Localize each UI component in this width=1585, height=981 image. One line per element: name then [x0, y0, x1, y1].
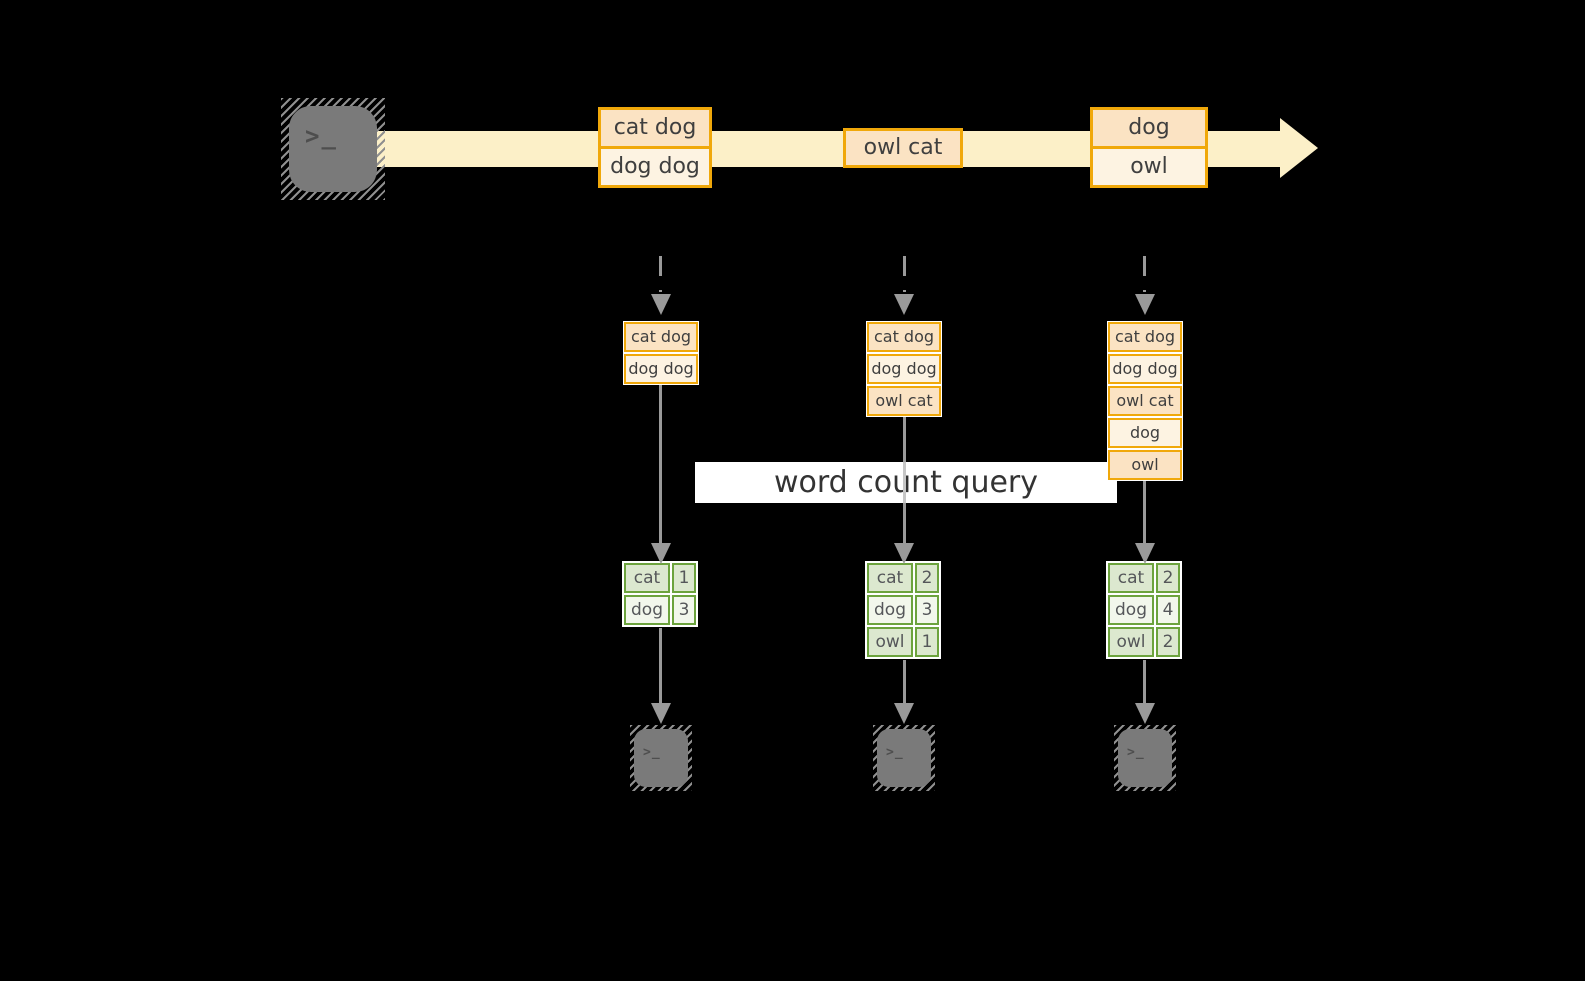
output-arrow-line [659, 628, 662, 704]
buffer-record: cat dog [624, 322, 698, 352]
down-arrowhead-icon [1135, 703, 1155, 724]
buffer-record: cat dog [867, 322, 941, 352]
stream-record: cat dog [601, 110, 709, 146]
down-arrowhead-icon [894, 703, 914, 724]
dashed-arrow-line [1143, 256, 1146, 292]
accumulated-buffer-3: cat dog dog dog owl cat dog owl [1107, 321, 1183, 481]
buffer-record: dog dog [1108, 354, 1182, 384]
count-cell: 1 [915, 627, 939, 657]
count-cell: 2 [1156, 627, 1180, 657]
table-row: dog 3 [867, 595, 939, 625]
terminal-prompt-glyph: >_ [1127, 745, 1145, 760]
query-arrow-line-over-banner [903, 462, 906, 503]
down-arrowhead-icon [894, 294, 914, 315]
buffer-record: owl cat [1108, 386, 1182, 416]
table-row: owl 2 [1108, 627, 1180, 657]
count-cell: 2 [1156, 563, 1180, 593]
table-row: cat 2 [1108, 563, 1180, 593]
stream-batch-2: owl cat [843, 128, 963, 168]
count-cell: 3 [915, 595, 939, 625]
query-arrow-line [1143, 481, 1146, 545]
stream-arrowhead-icon [1280, 118, 1318, 178]
stream-record: owl cat [846, 131, 960, 165]
output-arrow-line [1143, 660, 1146, 704]
terminal-prompt-glyph: >_ [305, 122, 338, 150]
buffer-record: cat dog [1108, 322, 1182, 352]
word-cell: cat [624, 563, 670, 593]
buffer-record: dog dog [624, 354, 698, 384]
down-arrowhead-icon [651, 543, 671, 564]
terminal-body: >_ [634, 729, 688, 787]
terminal-body: >_ [1118, 729, 1172, 787]
down-arrowhead-icon [651, 294, 671, 315]
word-cell: dog [624, 595, 670, 625]
stream-batch-1: cat dog dog dog [598, 107, 712, 188]
down-arrowhead-icon [894, 543, 914, 564]
count-table-1: cat 1 dog 3 [622, 561, 698, 627]
stream-batch-3: dog owl [1090, 107, 1208, 188]
dashed-arrow-line [659, 256, 662, 292]
terminal-sink-icon: >_ [873, 725, 935, 791]
word-cell: owl [1108, 627, 1154, 657]
buffer-record: owl [1108, 450, 1182, 480]
word-cell: owl [867, 627, 913, 657]
count-cell: 1 [672, 563, 696, 593]
count-cell: 4 [1156, 595, 1180, 625]
terminal-sink-icon: >_ [1114, 725, 1176, 791]
buffer-record: owl cat [867, 386, 941, 416]
word-cell: dog [1108, 595, 1154, 625]
table-row: owl 1 [867, 627, 939, 657]
stream-record: dog [1093, 110, 1205, 146]
down-arrowhead-icon [1135, 294, 1155, 315]
table-row: dog 4 [1108, 595, 1180, 625]
dashed-arrow-line [903, 256, 906, 292]
terminal-source-icon: >_ [281, 98, 385, 200]
query-label-banner: word count query [695, 462, 1117, 503]
word-cell: cat [867, 563, 913, 593]
count-cell: 2 [915, 563, 939, 593]
terminal-body: >_ [877, 729, 931, 787]
down-arrowhead-icon [1135, 543, 1155, 564]
word-cell: cat [1108, 563, 1154, 593]
word-cell: dog [867, 595, 913, 625]
terminal-body: >_ [289, 106, 377, 192]
terminal-prompt-glyph: >_ [643, 745, 661, 760]
count-cell: 3 [672, 595, 696, 625]
buffer-record: dog [1108, 418, 1182, 448]
down-arrowhead-icon [651, 703, 671, 724]
count-table-2: cat 2 dog 3 owl 1 [865, 561, 941, 659]
accumulated-buffer-1: cat dog dog dog [623, 321, 699, 385]
table-row: dog 3 [624, 595, 696, 625]
count-table-3: cat 2 dog 4 owl 2 [1106, 561, 1182, 659]
stream-record: owl [1093, 146, 1205, 185]
output-arrow-line [903, 660, 906, 704]
stream-record: dog dog [601, 146, 709, 185]
terminal-prompt-glyph: >_ [886, 745, 904, 760]
query-label: word count query [773, 465, 1039, 500]
terminal-sink-icon: >_ [630, 725, 692, 791]
table-row: cat 2 [867, 563, 939, 593]
accumulated-buffer-2: cat dog dog dog owl cat [866, 321, 942, 417]
buffer-record: dog dog [867, 354, 941, 384]
table-row: cat 1 [624, 563, 696, 593]
query-arrow-line [659, 385, 662, 545]
